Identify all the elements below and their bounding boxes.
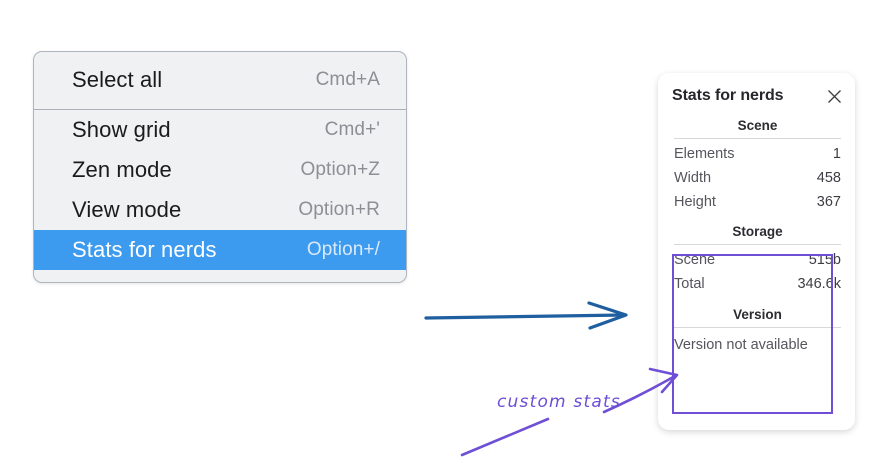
stat-value: 367 [816,194,841,210]
menu-item-label: Stats for nerds [72,237,217,262]
stat-label: Width [674,170,712,186]
section-divider [674,138,841,139]
menu-item-shortcut: Option+Z [300,159,380,180]
section-divider [674,244,841,245]
menu-item-stats-for-nerds[interactable]: Stats for nerds Option+/ [34,230,406,270]
stat-label: Elements [674,146,735,162]
stat-row: Total 346.6k [672,272,843,296]
menu-item-label: Zen mode [72,157,172,182]
menu-item-select-all[interactable]: Select all Cmd+A [34,60,406,100]
section-heading-scene: Scene [737,118,778,133]
stat-row: Scene 515b [672,248,843,272]
stats-for-nerds-panel: Stats for nerds Scene Elements 1 Width 4… [658,73,855,430]
section-heading-storage: Storage [732,224,783,239]
menu-item-shortcut: Option+R [298,199,380,220]
stat-label: Scene [674,252,716,268]
custom-stats-underline-stroke [460,417,550,457]
section-divider [674,327,841,328]
version-note: Version not available [674,337,808,353]
stat-value: 458 [816,170,841,186]
annotation-label-custom-stats: custom stats [497,392,621,412]
menu-item-shortcut: Option+/ [306,239,380,260]
menu-item-label: Show grid [72,117,171,142]
stat-value: 515b [808,252,841,268]
stat-value: 1 [832,146,841,162]
panel-title: Stats for nerds [672,87,784,104]
stat-label: Height [674,194,716,210]
menu-item-label: View mode [72,197,182,222]
menu-item-label: Select all [72,67,163,92]
stat-label: Total [674,276,705,292]
menu-item-zen-mode[interactable]: Zen mode Option+Z [34,150,406,190]
menu-item-shortcut: Cmd+A [315,69,380,90]
menu-item-view-mode[interactable]: View mode Option+R [34,190,406,230]
menu-item-shortcut: Cmd+' [324,119,380,140]
stat-row: Elements 1 [672,142,843,166]
section-heading-version: Version [733,307,782,322]
close-icon[interactable] [826,88,843,105]
menu-item-show-grid[interactable]: Show grid Cmd+' [34,110,406,150]
stat-row: Width 458 [672,166,843,190]
stat-value: 346.6k [797,276,841,292]
panel-header: Stats for nerds [672,87,843,105]
menu-to-panel-arrow [424,301,628,330]
stat-row: Height 367 [672,190,843,214]
menu-group-2: Show grid Cmd+' Zen mode Option+Z View m… [34,109,406,282]
menu-group-1: Select all Cmd+A [34,52,406,109]
context-menu[interactable]: Select all Cmd+A Show grid Cmd+' Zen mod… [33,51,407,283]
